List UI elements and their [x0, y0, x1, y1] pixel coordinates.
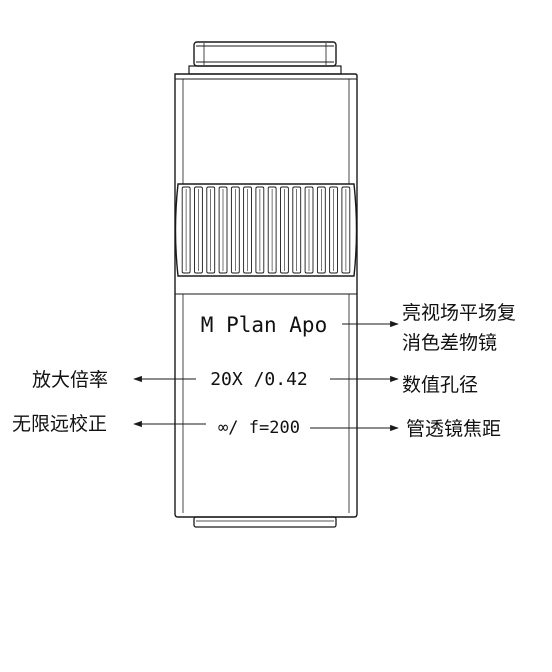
spec-engraving: 20X /0.42 — [210, 369, 308, 390]
model-description-line1: 亮视场平场复 — [402, 302, 516, 324]
model-engraving: M Plan Apo — [201, 313, 327, 337]
knurl-ridge — [181, 186, 191, 274]
knurl-ridge — [218, 186, 228, 274]
knurl-ridges — [181, 186, 351, 274]
leader-lines — [133, 320, 399, 432]
knurl-ridge — [194, 186, 203, 274]
tube-engraving: ∞/ f=200 — [218, 418, 300, 438]
knurl-ridge — [329, 186, 338, 274]
knurl-ridge — [230, 186, 240, 274]
aperture-label: 数值孔径 — [402, 374, 478, 396]
knurl-ridge — [280, 186, 289, 274]
knurl-ridge — [255, 186, 265, 274]
tube-lens-focal-label: 管透镜焦距 — [406, 418, 501, 440]
lens-barrel — [174, 73, 358, 518]
magnification-label: 放大倍率 — [32, 369, 108, 391]
knurl-ridge — [243, 186, 252, 274]
top-shoulder — [188, 65, 342, 75]
knurled-ring — [174, 183, 358, 277]
knurl-ridge — [304, 186, 314, 274]
top-thread — [193, 41, 337, 67]
knurl-ridge — [267, 186, 277, 274]
knurl-ridge — [316, 186, 326, 274]
infinity-correction-label: 无限远校正 — [12, 413, 107, 435]
knurl-ridge — [341, 186, 351, 274]
knurl-ridge — [292, 186, 302, 274]
knurl-ridge — [206, 186, 216, 274]
bottom-nose — [193, 516, 337, 528]
model-description-line2: 消色差物镜 — [402, 332, 497, 354]
